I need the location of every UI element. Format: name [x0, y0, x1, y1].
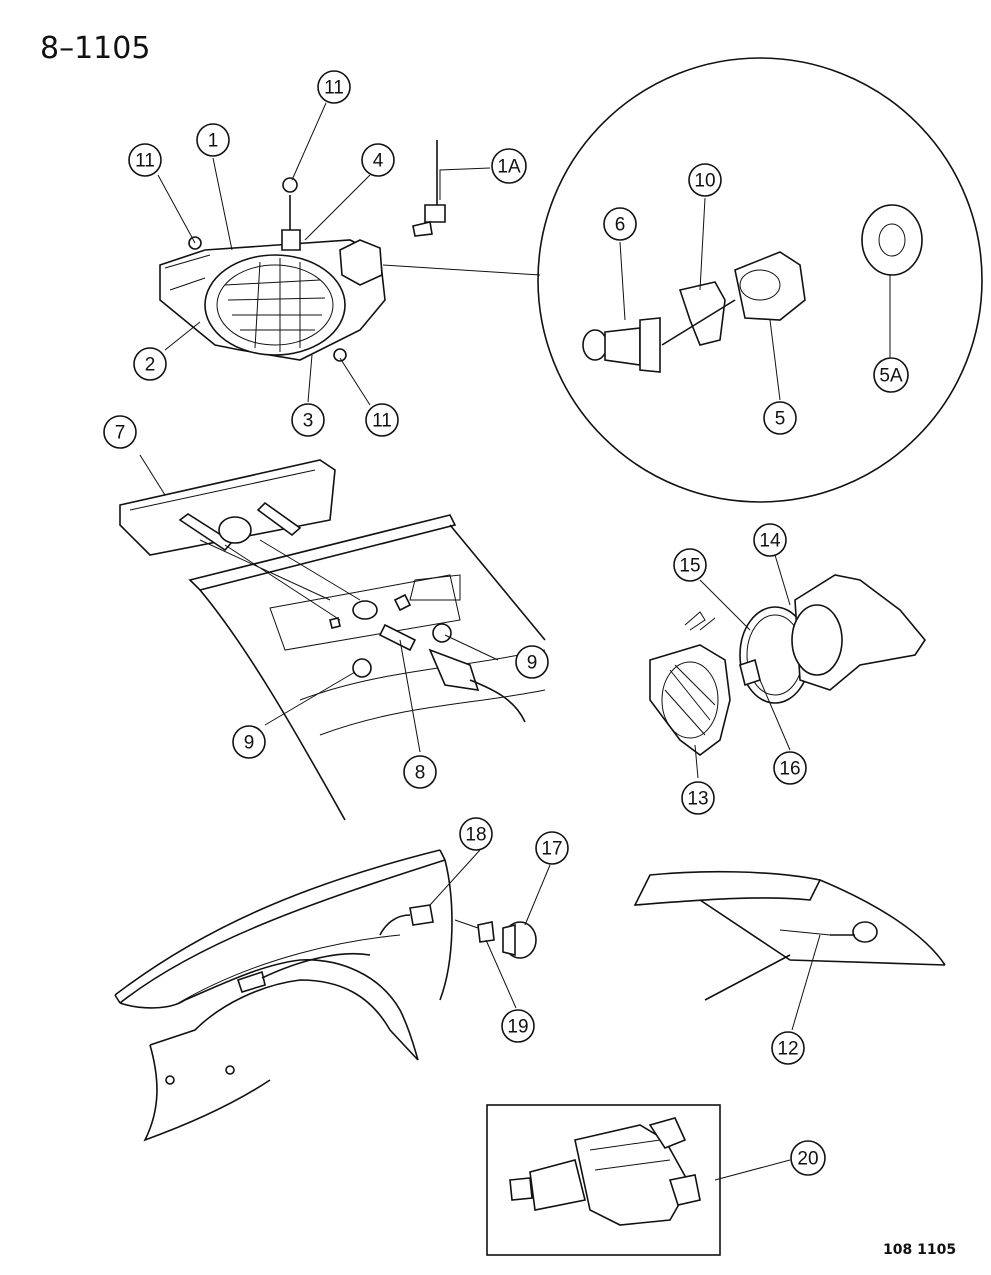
svg-text:5A: 5A — [879, 366, 903, 387]
rear-lamp-area — [633, 870, 946, 1001]
callout-3: 3 — [291, 403, 325, 437]
callout-11-bottom: 11 — [365, 403, 399, 437]
callout-11-top: 11 — [317, 70, 351, 104]
callout-2: 2 — [133, 347, 167, 381]
svg-text:16: 16 — [779, 759, 800, 780]
svg-text:4: 4 — [373, 151, 384, 172]
callout-18: 18 — [459, 817, 493, 851]
callout-9-right: 9 — [515, 645, 549, 679]
svg-text:9: 9 — [527, 653, 538, 674]
svg-text:19: 19 — [507, 1017, 528, 1038]
svg-text:11: 11 — [324, 78, 344, 99]
callout-9-left: 9 — [232, 725, 266, 759]
headlamp-assembly — [159, 140, 541, 362]
callout-6: 6 — [603, 207, 637, 241]
callout-19: 19 — [501, 1009, 535, 1043]
svg-text:9: 9 — [244, 733, 255, 754]
callout-12: 12 — [771, 1031, 805, 1065]
svg-text:14: 14 — [759, 531, 781, 552]
svg-text:17: 17 — [541, 839, 562, 860]
leader-lines — [139, 102, 891, 1181]
callout-7: 7 — [103, 415, 137, 449]
fog-lamp-assembly — [119, 459, 546, 821]
svg-text:11: 11 — [372, 411, 392, 432]
svg-text:18: 18 — [465, 825, 486, 846]
svg-text:10: 10 — [694, 171, 715, 192]
callout-14: 14 — [753, 523, 787, 557]
callout-17: 17 — [535, 831, 569, 865]
svg-text:6: 6 — [615, 215, 626, 236]
callout-16: 16 — [773, 751, 807, 785]
page-title: 8–1105 — [40, 31, 150, 66]
callout-11-fog: 11 — [0, 0, 10, 11]
svg-text:1A: 1A — [497, 157, 521, 178]
callout-13: 13 — [681, 781, 715, 815]
svg-text:11: 11 — [135, 151, 155, 172]
svg-text:1: 1 — [208, 131, 219, 152]
callout-1: 1 — [196, 123, 230, 157]
svg-text:12: 12 — [777, 1039, 798, 1060]
callout-5a: 5A — [873, 357, 909, 393]
front-fender — [114, 849, 537, 1142]
callout-15: 15 — [673, 548, 707, 582]
svg-text:13: 13 — [687, 789, 708, 810]
svg-text:7: 7 — [115, 423, 126, 444]
callout-20: 20 — [790, 1140, 826, 1176]
svg-text:2: 2 — [145, 355, 156, 376]
callout-4: 4 — [361, 143, 395, 177]
svg-text:8: 8 — [415, 763, 426, 784]
callout-1a: 1A — [491, 148, 527, 184]
callout-8: 8 — [403, 755, 437, 789]
callout-10: 10 — [688, 163, 722, 197]
figure-reference: 108 1105 — [883, 1242, 956, 1258]
callout-5: 5 — [763, 401, 797, 435]
bulb-detail — [537, 57, 983, 503]
svg-text:20: 20 — [797, 1149, 818, 1170]
svg-text:15: 15 — [679, 556, 700, 577]
svg-text:3: 3 — [303, 411, 314, 432]
callout-11-left: 11 — [128, 143, 162, 177]
svg-text:5: 5 — [775, 409, 786, 430]
side-marker-assembly — [649, 574, 926, 756]
leveling-motor-detail — [486, 1104, 721, 1256]
